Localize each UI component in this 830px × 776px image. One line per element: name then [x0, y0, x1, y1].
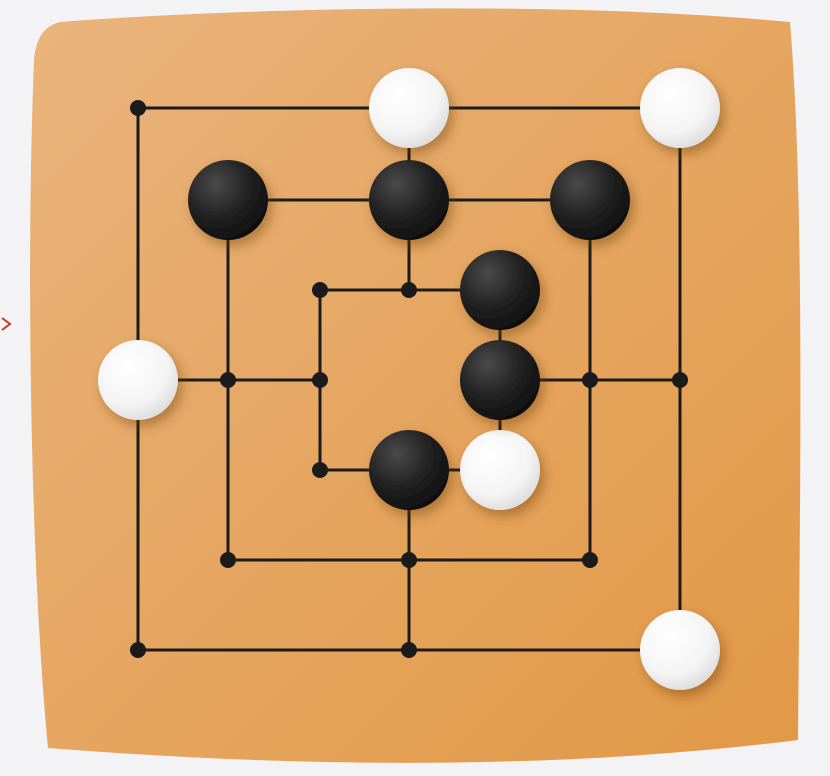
edge-mark [1, 317, 12, 331]
black-piece-f6[interactable] [550, 160, 630, 240]
white-piece-d7[interactable] [369, 68, 449, 148]
board-point-f2[interactable] [582, 552, 598, 568]
board-point-a1[interactable] [130, 642, 146, 658]
board-point-c3[interactable] [312, 462, 328, 478]
board-point-f4[interactable] [582, 372, 598, 388]
board-point-g4[interactable] [672, 372, 688, 388]
board-point-c4[interactable] [312, 372, 328, 388]
board-point-a7[interactable] [130, 100, 146, 116]
board-point-b2[interactable] [220, 552, 236, 568]
white-piece-e3[interactable] [460, 430, 540, 510]
black-piece-d3[interactable] [369, 430, 449, 510]
pieces [98, 68, 720, 690]
white-piece-g7[interactable] [640, 68, 720, 148]
board-point-b4[interactable] [220, 372, 236, 388]
board-point-d5[interactable] [401, 282, 417, 298]
white-piece-a4[interactable] [98, 340, 178, 420]
white-piece-g1[interactable] [640, 610, 720, 690]
board-point-c5[interactable] [312, 282, 328, 298]
black-piece-e5[interactable] [460, 250, 540, 330]
black-piece-b6[interactable] [188, 160, 268, 240]
black-piece-e4[interactable] [460, 340, 540, 420]
board-point-d1[interactable] [401, 642, 417, 658]
board-point-d2[interactable] [401, 552, 417, 568]
black-piece-d6[interactable] [369, 160, 449, 240]
